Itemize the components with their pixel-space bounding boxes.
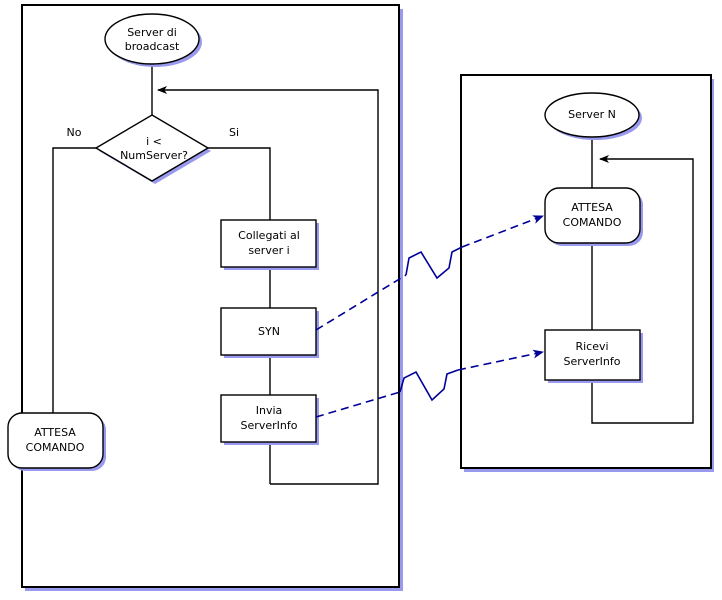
node-server-di-broadcast[interactable]: Server di broadcast <box>104 13 202 67</box>
node-collegati-al-server-i[interactable]: Collegati al server i <box>220 219 319 270</box>
left-flow-connectors <box>52 65 379 485</box>
panel-border <box>21 4 400 588</box>
node-label-line1: ATTESA <box>571 201 613 214</box>
node-label-line1: Server di <box>127 26 177 39</box>
node-shape <box>544 187 641 244</box>
branch-label-no: No <box>67 126 82 139</box>
edge-si-to-connect <box>208 147 271 220</box>
node-right-attesa-comando[interactable]: ATTESA COMANDO <box>544 187 643 246</box>
node-syn[interactable]: SYN <box>220 307 319 358</box>
edge-no-to-wait <box>52 147 96 413</box>
node-label-line2: ServerInfo <box>241 419 298 432</box>
message-line-segment-right <box>457 349 544 371</box>
message-line-segment-left <box>315 274 407 331</box>
node-shape <box>220 307 317 356</box>
node-invia-serverinfo[interactable]: Invia ServerInfo <box>220 394 319 445</box>
node-left-attesa-comando[interactable]: ATTESA COMANDO <box>7 412 106 471</box>
node-shape <box>7 412 104 469</box>
edge-loopback <box>157 86 379 485</box>
edge-receive-loopback <box>591 155 694 424</box>
node-label-line1: Invia <box>256 404 283 417</box>
node-label-line2: ServerInfo <box>564 355 621 368</box>
broadcast-server-panel <box>21 4 403 591</box>
node-label-line1: Collegati al <box>238 229 300 242</box>
node-label-line2: server i <box>248 244 289 257</box>
node-shape <box>544 329 641 381</box>
node-label-line1: ATTESA <box>34 426 76 439</box>
right-flow-connectors <box>591 136 694 424</box>
node-shape <box>94 114 210 182</box>
node-server-n[interactable]: Server N <box>544 92 642 140</box>
node-label-line2: COMANDO <box>563 216 622 229</box>
message-syn-to-attesa <box>315 215 544 331</box>
node-label-line2: broadcast <box>125 40 180 53</box>
node-shape <box>544 92 640 138</box>
node-label-line2: COMANDO <box>26 441 85 454</box>
node-label-line1: SYN <box>258 325 280 338</box>
node-label-line1: Server N <box>568 108 616 121</box>
panel-border <box>460 74 712 469</box>
server-n-panel <box>460 74 714 472</box>
message-line-segment-left <box>315 391 401 418</box>
node-label-line2: NumServer? <box>120 149 188 162</box>
message-line-segment-right <box>461 215 544 248</box>
branch-label-si: Si <box>229 126 239 139</box>
node-decision-i-lt-numserver[interactable]: i < NumServer? <box>94 114 211 184</box>
node-ricevi-serverinfo[interactable]: Ricevi ServerInfo <box>544 329 643 383</box>
break-zigzag-icon <box>405 246 463 280</box>
node-shape <box>220 394 317 443</box>
node-label-line1: Ricevi <box>575 340 608 353</box>
node-shape <box>220 219 317 268</box>
node-label-line1: i < <box>146 135 162 148</box>
break-zigzag-icon <box>399 369 459 402</box>
node-shape <box>104 13 200 65</box>
message-invia-to-ricevi <box>315 349 544 418</box>
